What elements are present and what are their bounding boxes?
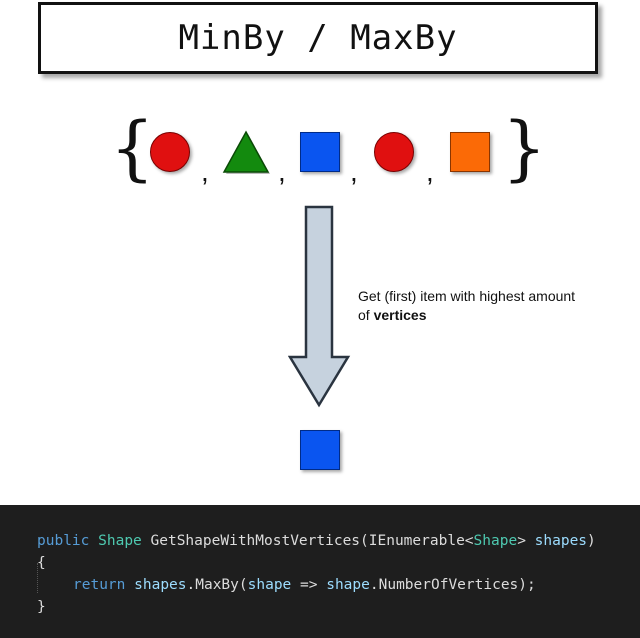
- code-line-4: }: [37, 599, 46, 615]
- code-line-3: return shapes.MaxBy(shape => shape.Numbe…: [73, 577, 536, 593]
- result-blue-square-shape: [300, 430, 340, 470]
- description-emphasis: vertices: [373, 307, 427, 323]
- green-triangle-shape: [222, 130, 270, 174]
- separator-comma: ,: [201, 156, 209, 187]
- title-box: MinBy / MaxBy: [38, 2, 598, 74]
- orange-square-shape: [450, 132, 490, 172]
- down-arrow-icon: [288, 205, 351, 408]
- separator-comma: ,: [278, 156, 286, 187]
- description-text: Get (first) item with highest amount of …: [358, 287, 588, 325]
- red-circle-shape: [150, 132, 190, 172]
- red-circle-shape: [374, 132, 414, 172]
- blue-square-shape: [300, 132, 340, 172]
- input-set: { , , , , }: [110, 107, 547, 194]
- indent-guide: [37, 563, 39, 593]
- title: MinBy / MaxBy: [178, 18, 458, 58]
- open-brace: {: [110, 107, 155, 189]
- code-line-2: {: [37, 555, 46, 571]
- close-brace: }: [502, 107, 547, 189]
- separator-comma: ,: [426, 156, 434, 187]
- code-line-1: public Shape GetShapeWithMostVertices(IE…: [37, 533, 596, 549]
- code-block: public Shape GetShapeWithMostVertices(IE…: [0, 505, 640, 638]
- separator-comma: ,: [350, 156, 358, 187]
- description-main: Get (first) item with highest amount of: [358, 288, 576, 323]
